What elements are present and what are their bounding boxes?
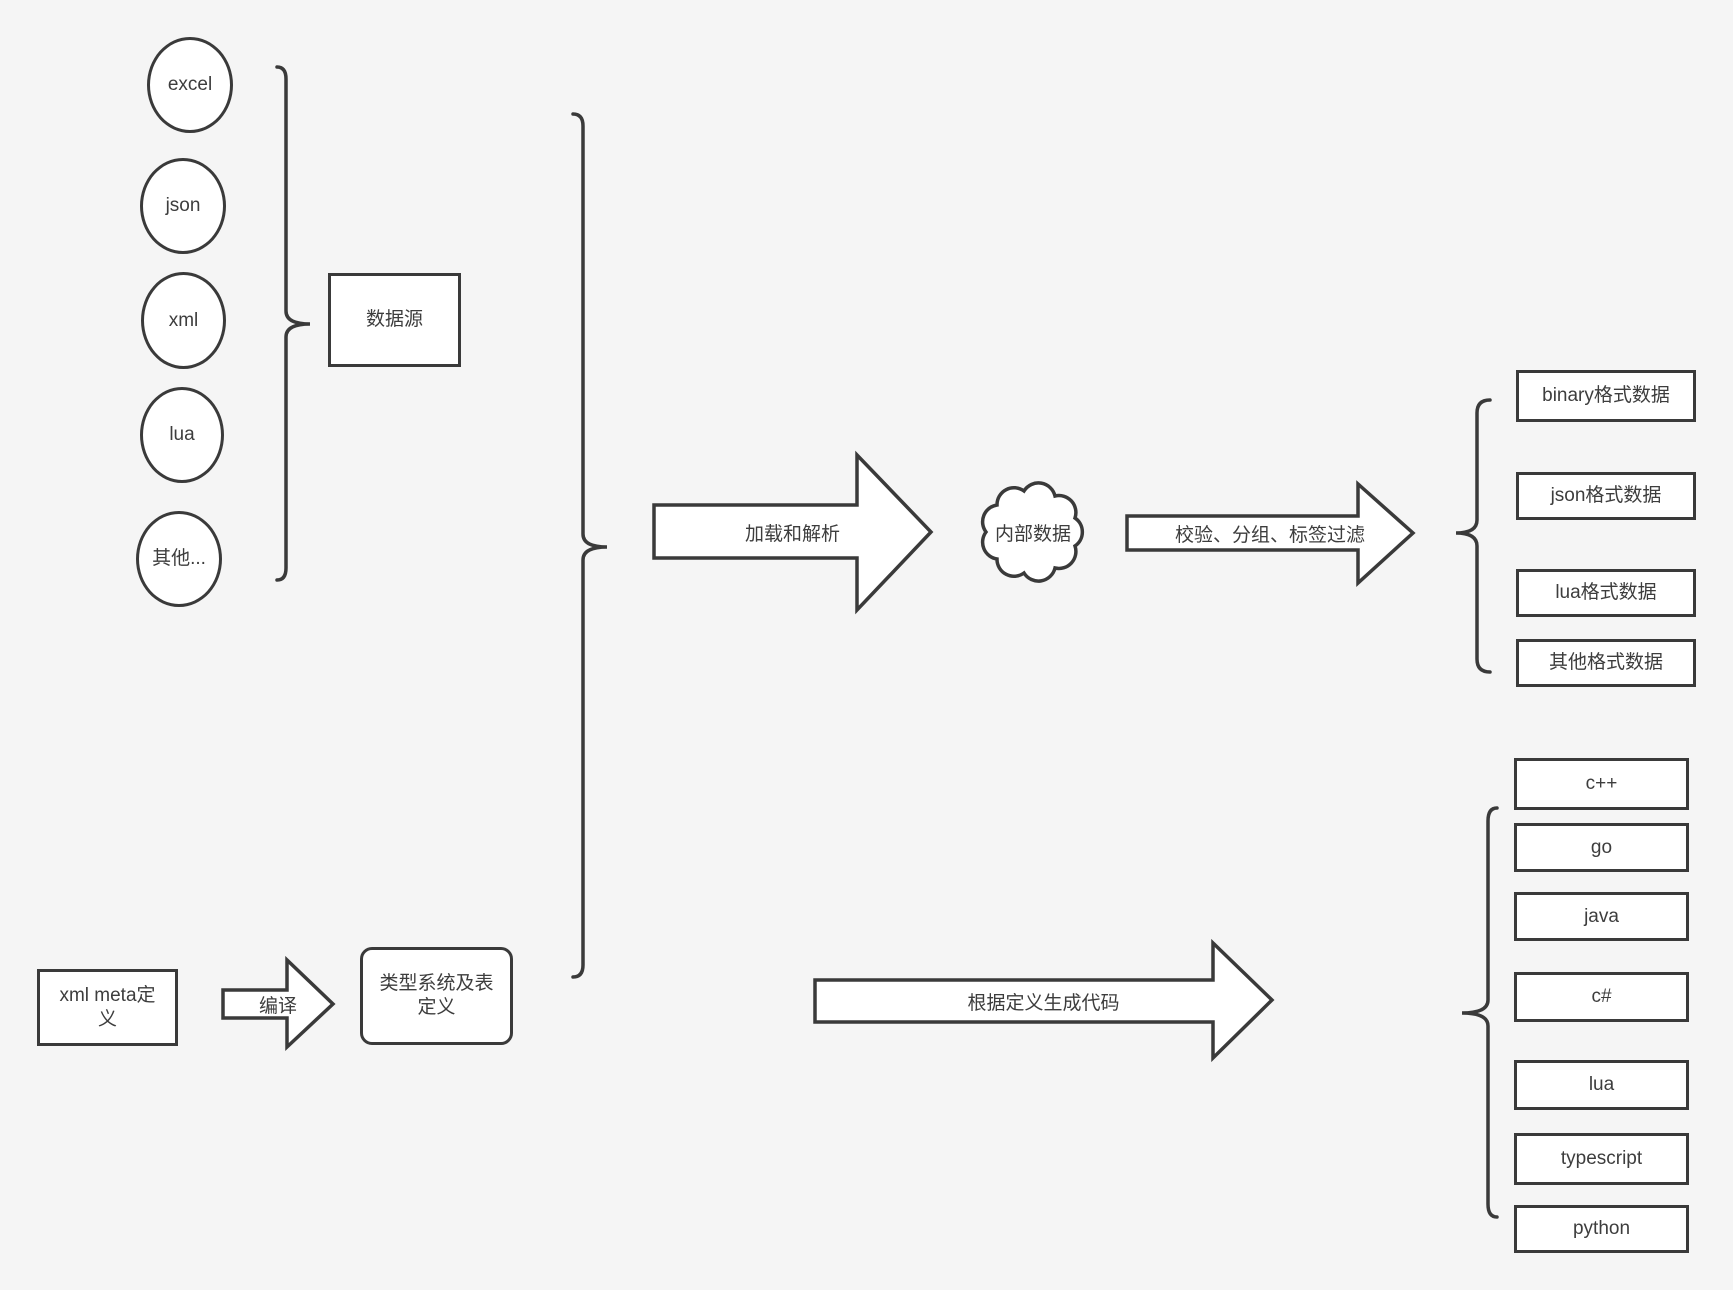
source-node-excel[interactable]: excel [147, 37, 233, 133]
xml-meta-box-label: xml meta定义 [59, 984, 156, 1030]
language-box-go[interactable]: go [1514, 823, 1689, 872]
languages-brace [1461, 806, 1499, 1219]
format-box-json[interactable]: json格式数据 [1516, 472, 1696, 520]
format-box-lua[interactable]: lua格式数据 [1516, 569, 1696, 617]
language-box-java[interactable]: java [1514, 892, 1689, 941]
type-system-box-label: 类型系统及表定义 [379, 973, 494, 1018]
load-parse-arrow[interactable] [652, 450, 934, 615]
sources-brace [275, 65, 311, 582]
compile-arrow[interactable] [221, 955, 336, 1052]
formats-brace [1455, 398, 1492, 674]
language-box-python[interactable]: python [1514, 1205, 1689, 1253]
source-node-lua[interactable]: lua [140, 387, 224, 483]
language-box-lua[interactable]: lua [1514, 1060, 1689, 1110]
internal-data-cloud[interactable] [980, 481, 1085, 583]
language-box-csharp[interactable]: c# [1514, 972, 1689, 1022]
language-box-cpp[interactable]: c++ [1514, 758, 1689, 810]
data-source-box[interactable]: 数据源 [328, 273, 461, 367]
main-group-brace [571, 112, 608, 979]
source-node-xml[interactable]: xml [141, 272, 226, 369]
source-node-other[interactable]: 其他... [136, 511, 222, 607]
xml-meta-box[interactable]: xml meta定义 [37, 969, 178, 1046]
source-node-json[interactable]: json [140, 158, 226, 254]
type-system-box[interactable]: 类型系统及表定义 [360, 947, 513, 1045]
filter-arrow[interactable] [1125, 480, 1416, 587]
generate-code-arrow[interactable] [813, 938, 1275, 1063]
language-box-typescript[interactable]: typescript [1514, 1133, 1689, 1185]
format-box-binary[interactable]: binary格式数据 [1516, 370, 1696, 422]
format-box-other[interactable]: 其他格式数据 [1516, 639, 1696, 687]
